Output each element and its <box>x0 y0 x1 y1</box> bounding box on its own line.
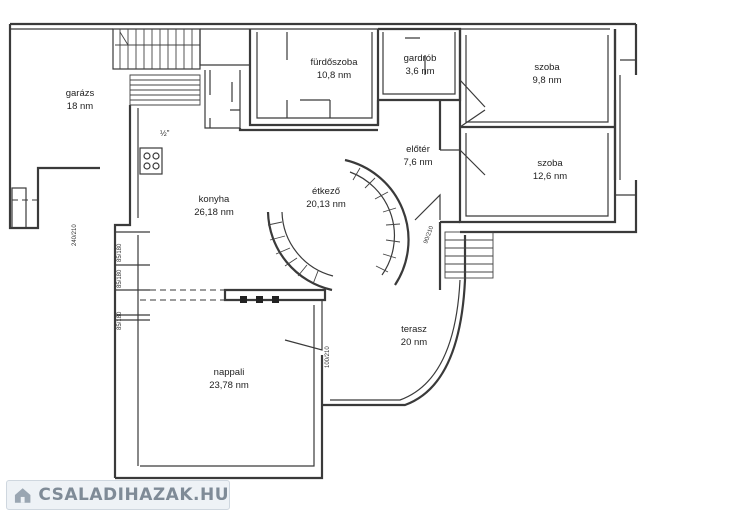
chimney-icons <box>240 296 279 303</box>
room-label-bedroom-top: szoba 9,8 nm <box>532 61 561 87</box>
dining-curved-wall <box>266 158 410 292</box>
room-label-terrace: terasz 20 nm <box>401 323 427 349</box>
room-area: 20,13 nm <box>306 199 346 210</box>
door-annotation-garage: 240/210 <box>72 224 78 246</box>
room-area: 18 nm <box>66 101 94 112</box>
outer-wall-right-inner <box>615 59 636 196</box>
room-label-kitchen: konyha 26,18 nm <box>194 193 234 219</box>
utility-walls <box>199 29 250 129</box>
room-label-dining: étkező 20,13 nm <box>306 185 346 211</box>
room-label-bathroom: fürdőszoba 10,8 nm <box>310 56 357 82</box>
window-ticks <box>115 231 150 321</box>
garage-door-dashed <box>12 168 39 228</box>
bathroom-walls <box>248 29 380 127</box>
room-label-living: nappali 23,78 nm <box>209 366 249 392</box>
window-annotation-3: 85/180 <box>117 311 123 330</box>
room-name: garázs <box>65 88 95 99</box>
terrace-wall-inner <box>330 279 461 401</box>
room-name: terasz <box>401 324 427 335</box>
kitchen-living-wall <box>223 288 327 302</box>
door-annotation-living: 100/210 <box>325 346 331 368</box>
window-annotation-2: 85/180 <box>117 269 123 288</box>
bedroom-inner <box>465 35 609 217</box>
garage-right-wall <box>113 105 132 478</box>
bathroom-inner <box>256 32 373 119</box>
room-name: szoba <box>534 62 560 73</box>
wardrobe-inner <box>382 32 456 95</box>
room-name: étkező <box>312 186 340 197</box>
room-area: 26,18 nm <box>194 207 234 218</box>
bedroom-walls <box>458 29 617 224</box>
room-label-hall: előtér 7,6 nm <box>403 143 432 169</box>
terrace-steps <box>444 231 494 279</box>
room-area: 7,6 nm <box>403 157 433 168</box>
room-label-garage: garázs 18 nm <box>66 87 95 113</box>
room-label-bedroom-right: szoba 12,6 nm <box>533 157 567 183</box>
garage-pillar <box>11 187 27 229</box>
room-name: gardrób <box>403 53 437 64</box>
outer-wall-right <box>460 24 638 234</box>
room-label-wardrobe: gardrób 3,6 nm <box>404 52 437 78</box>
living-room-inner <box>140 300 323 467</box>
vent-annotation: ½" <box>160 129 170 138</box>
room-area: 20 nm <box>400 337 428 348</box>
corridor-walls <box>238 100 460 290</box>
room-area: 9,8 nm <box>532 75 562 86</box>
room-name: fürdőszoba <box>310 57 358 68</box>
garage-left-wall <box>8 24 100 230</box>
room-name: szoba <box>537 158 563 169</box>
room-name: nappali <box>213 367 245 378</box>
room-area: 23,78 nm <box>209 380 249 391</box>
window-annotation-1: 85/180 <box>117 243 123 262</box>
site-watermark: CSALADIHAZAK.HU <box>6 480 230 510</box>
room-area: 10,8 nm <box>316 70 352 81</box>
kitchen-living-dashed-line <box>140 289 320 301</box>
top-stair <box>112 28 201 106</box>
room-area: 3,6 nm <box>405 66 435 77</box>
terrace-wall <box>322 235 467 407</box>
room-name: konyha <box>198 194 230 205</box>
door-swings <box>209 37 486 221</box>
house-icon <box>14 488 31 503</box>
living-room-walls <box>115 355 324 480</box>
room-name: előtér <box>406 144 430 155</box>
room-area: 12,6 nm <box>532 171 568 182</box>
stove-icon <box>139 147 163 175</box>
watermark-text: CSALADIHAZAK.HU <box>38 485 229 505</box>
